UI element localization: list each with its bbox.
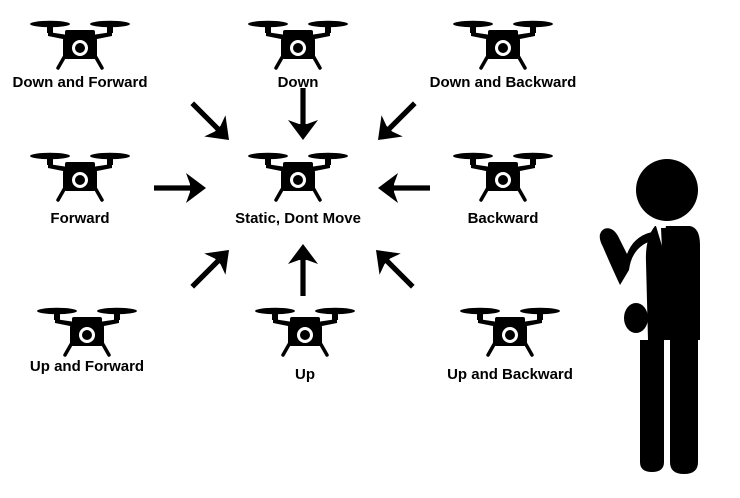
drone-icon: [28, 151, 132, 202]
drone-icon: [253, 306, 357, 357]
drone-label-up: Up: [295, 366, 315, 383]
arrow-icon: [288, 244, 318, 296]
drone-icon: [458, 306, 562, 357]
arrow-icon: [378, 173, 430, 203]
drone-label-static: Static, Dont Move: [235, 210, 361, 227]
drone-label-up-backward: Up and Backward: [447, 366, 573, 383]
drone-icon: [246, 151, 350, 202]
drone-icon: [35, 306, 139, 357]
drone-label-backward: Backward: [467, 210, 539, 227]
drone-label-down-forward: Down and Forward: [12, 74, 148, 91]
arrows-layer: [154, 88, 430, 298]
person-icon: [599, 159, 700, 474]
arrow-icon: [367, 92, 426, 151]
arrow-icon: [181, 92, 240, 151]
drone-label-forward: Forward: [50, 210, 110, 227]
arrow-icon: [365, 239, 424, 298]
drone-icon: [28, 19, 132, 70]
drone-icon: [246, 19, 350, 70]
arrow-icon: [154, 173, 206, 203]
arrow-icon: [181, 239, 240, 298]
drone-icon: [451, 151, 555, 202]
drone-label-down-backward: Down and Backward: [429, 74, 577, 91]
arrow-icon: [288, 88, 318, 140]
drone-label-down: Down: [277, 74, 319, 91]
drones-layer: [28, 19, 562, 357]
drone-icon: [451, 19, 555, 70]
drone-label-up-forward: Up and Forward: [29, 358, 145, 375]
